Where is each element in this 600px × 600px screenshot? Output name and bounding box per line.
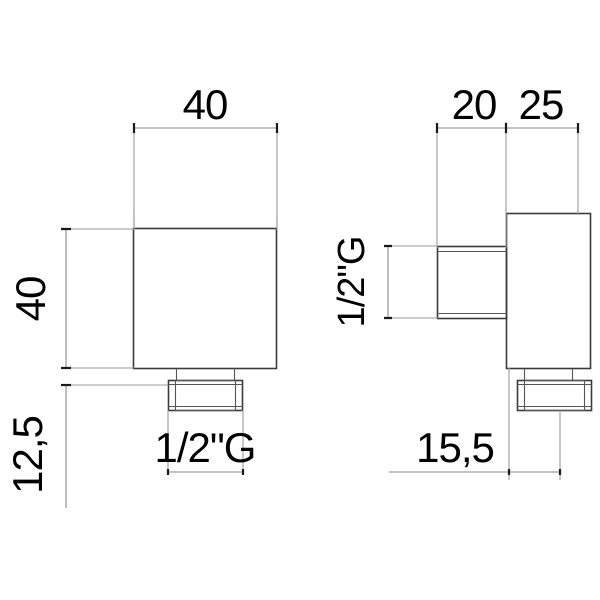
side-thread-inner: [523, 379, 586, 412]
dim-side-offset: 15,5: [389, 368, 562, 480]
dim-front-thread-length: 12,5: [4, 383, 168, 508]
front-neck-lines: [175, 368, 236, 381]
dim-front-thread-size: 1/2"G: [155, 410, 256, 475]
dim-ticks: [384, 244, 392, 320]
dim-ticks: [132, 123, 279, 133]
dim-label-side-depth-b: 25: [519, 81, 564, 128]
dim-front-width: 40: [132, 81, 279, 230]
dim-label-front-height: 40: [7, 277, 54, 322]
dim-ticks: [166, 469, 245, 475]
front-body-square: [132, 227, 278, 370]
side-inlet-crest-lines: [437, 250, 507, 315]
side-view-group: [436, 212, 593, 412]
dim-front-height: 40: [7, 227, 134, 370]
front-view-group: [132, 227, 278, 412]
dim-side-inlet-thread: 1/2"G: [331, 237, 438, 328]
dim-ticks: [507, 469, 562, 475]
front-thread-inner: [174, 379, 237, 412]
side-inlet-spigot: [436, 245, 508, 320]
dim-label-side-depth-a: 20: [452, 81, 497, 128]
dim-label-front-width: 40: [183, 81, 228, 128]
side-thread-crest-lines: [517, 383, 592, 408]
front-thread-crest-lines: [168, 383, 243, 408]
dim-ticks: [435, 123, 580, 133]
dim-side-depths: 20 25: [435, 81, 580, 248]
dim-label-front-thread-length: 12,5: [4, 416, 51, 494]
dim-ticks: [61, 227, 71, 370]
dim-label-side-inlet-thread: 1/2"G: [331, 237, 373, 328]
dim-label-side-offset: 15,5: [416, 424, 494, 471]
dim-label-front-thread-size: 1/2"G: [155, 424, 256, 471]
side-neck-lines: [523, 368, 574, 381]
